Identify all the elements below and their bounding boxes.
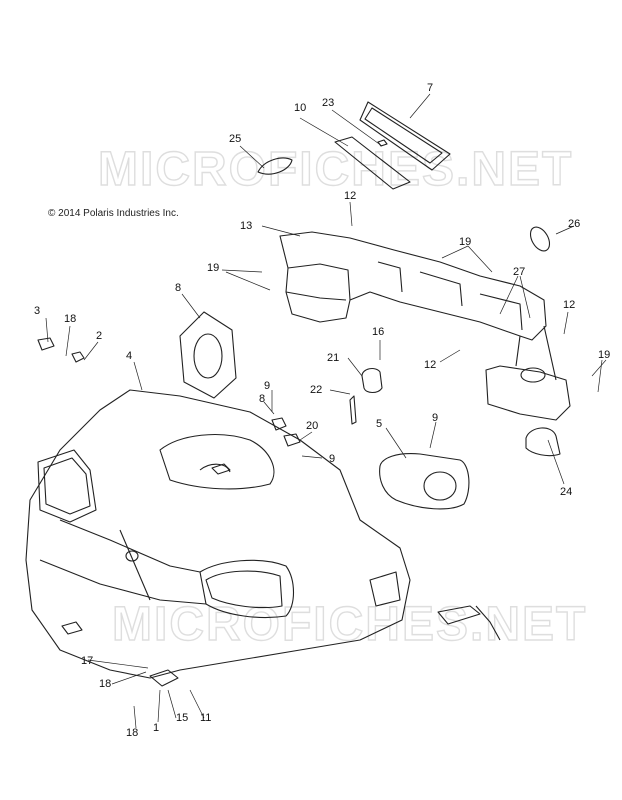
callout-2: 2	[96, 330, 103, 342]
callout-9-left: 9	[264, 380, 271, 392]
part-1-bracket	[149, 669, 179, 687]
callout-18-bottom: 18	[126, 727, 139, 739]
callout-3: 3	[34, 305, 41, 317]
callout-1: 1	[153, 722, 160, 734]
part-5-bezel	[379, 453, 470, 510]
part-24-lens	[525, 427, 561, 457]
callout-19-right: 19	[598, 349, 611, 361]
callout-7: 7	[427, 82, 434, 94]
callout-27: 27	[513, 266, 526, 278]
part-13-dash-carrier	[279, 231, 571, 421]
copyright-notice: © 2014 Polaris Industries Inc.	[48, 208, 179, 219]
part-2-nut	[71, 351, 85, 363]
callout-14: 17	[81, 655, 94, 667]
callout-21: 21	[327, 352, 340, 364]
part-26-ring	[529, 226, 551, 252]
callout-5: 5	[376, 418, 383, 430]
callout-20: 20	[306, 420, 319, 432]
part-3-fastener	[37, 337, 55, 351]
callout-12-top: 12	[344, 190, 357, 202]
part-10-lens	[334, 136, 411, 190]
part-25-lens	[257, 157, 293, 175]
callout-12-mid: 12	[424, 359, 437, 371]
part-6-bezel	[179, 311, 237, 399]
callout-25: 25	[229, 133, 242, 145]
callout-24: 24	[560, 486, 573, 498]
callout-11: 11	[200, 712, 212, 724]
part-4-hood	[25, 389, 411, 679]
callout-4: 4	[126, 350, 133, 362]
part-21-grommet	[361, 367, 383, 394]
watermark-bottom: MICROFICHES.NET	[112, 598, 587, 651]
lamp-assembly	[437, 605, 481, 625]
callout-13: 13	[240, 220, 253, 232]
callout-22: 22	[310, 384, 323, 396]
callout-10: 10	[294, 102, 307, 114]
callout-23: 23	[322, 97, 335, 109]
callout-9-right: 9	[432, 412, 439, 424]
callout-18-top: 18	[64, 313, 77, 325]
callout-12-right: 12	[563, 299, 576, 311]
callout-16: 16	[372, 326, 385, 338]
callout-17: 18	[99, 678, 112, 690]
leader-lines	[45, 93, 607, 729]
callout-8-label: 8	[259, 393, 266, 405]
callout-19-top: 19	[459, 236, 472, 248]
part-22-bolt	[349, 395, 357, 425]
part-20-clip	[283, 433, 301, 447]
callout-19-left: 19	[207, 262, 220, 274]
callout-9-mid: 9	[329, 453, 336, 465]
callout-15: 15	[176, 712, 189, 724]
callout-26: 26	[568, 218, 581, 230]
part-7-seal	[359, 101, 451, 171]
part-8-clip	[271, 417, 287, 431]
callout-6: 8	[175, 282, 182, 294]
watermark-top: MICROFICHES.NET	[98, 143, 573, 196]
